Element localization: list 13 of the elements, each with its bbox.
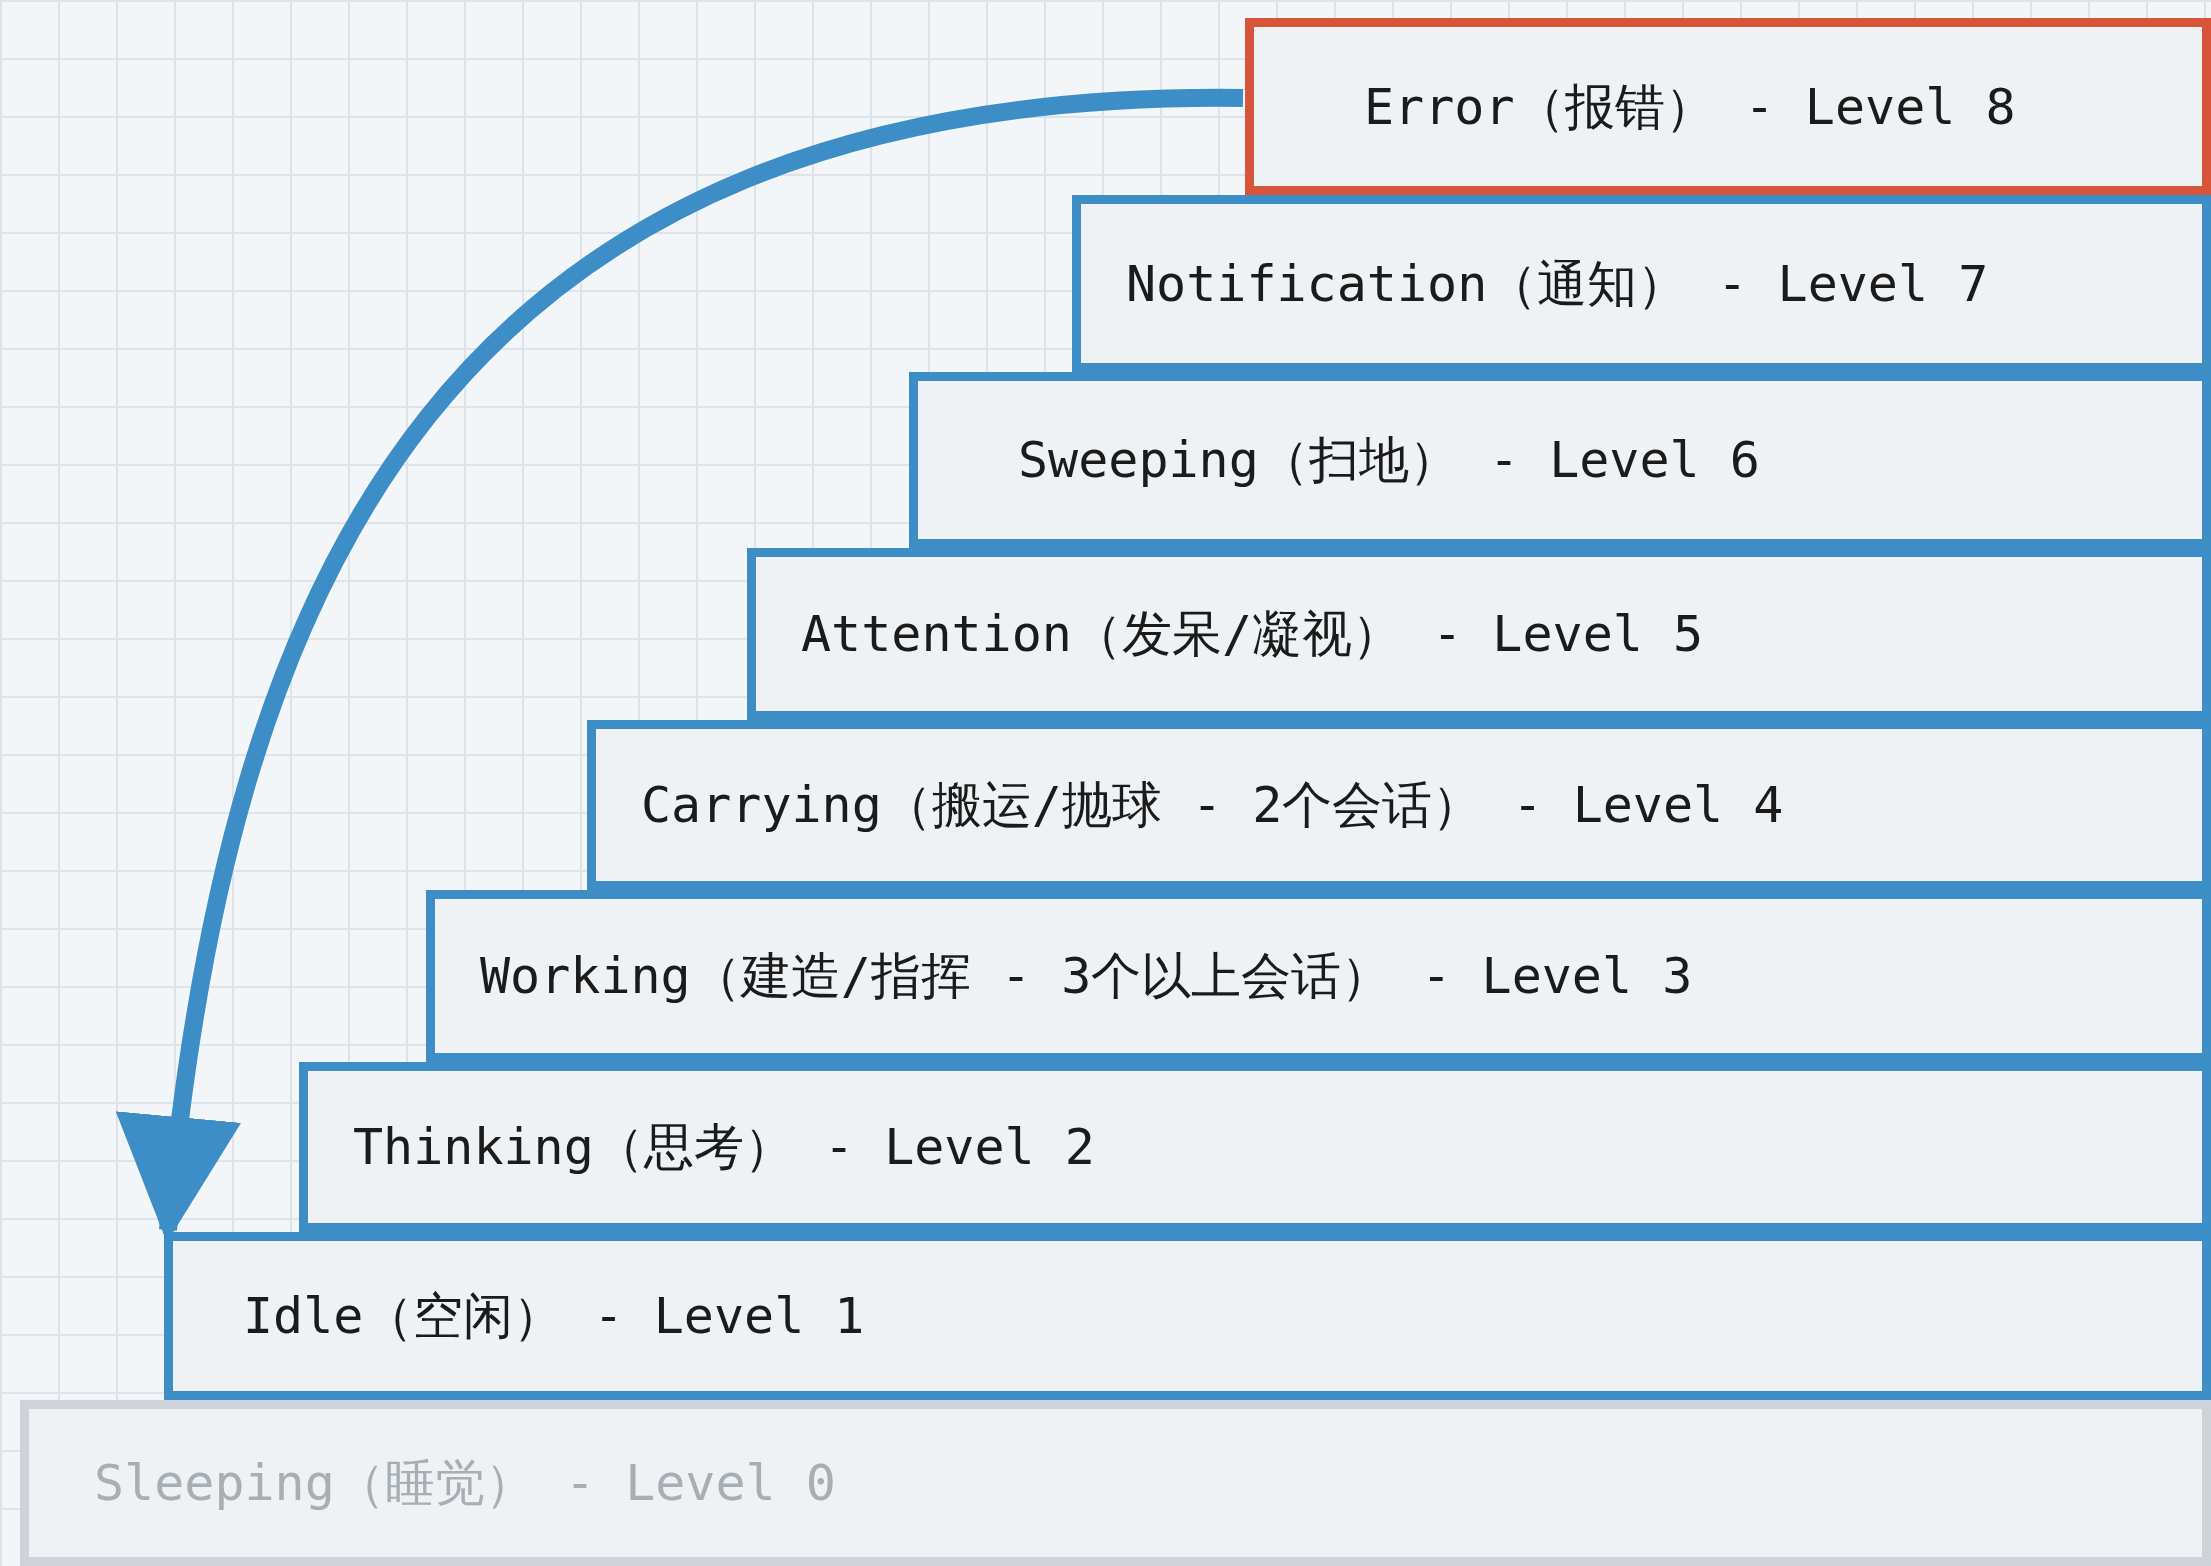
level-label: Thinking（思考） - Level 2 bbox=[353, 1116, 1095, 1178]
level-label: Working（建造/指挥 - 3个以上会话） - Level 3 bbox=[480, 945, 1693, 1007]
level-label: Attention（发呆/凝视） - Level 5 bbox=[801, 603, 1704, 665]
level-box bbox=[164, 1232, 2211, 1400]
level-box bbox=[20, 1400, 2211, 1566]
level-label: Sleeping（睡觉） - Level 0 bbox=[94, 1452, 836, 1514]
level-label: Idle（空闲） - Level 1 bbox=[243, 1285, 865, 1347]
level-label: Error（报错） - Level 8 bbox=[1364, 76, 2016, 137]
level-box bbox=[1072, 195, 2211, 372]
level-label: Notification（通知） - Level 7 bbox=[1126, 253, 1989, 314]
level-label: Carrying（搬运/抛球 - 2个会话） - Level 4 bbox=[641, 774, 1784, 836]
level-label: Sweeping（扫地） - Level 6 bbox=[1018, 429, 1760, 491]
level-box bbox=[1245, 18, 2211, 195]
